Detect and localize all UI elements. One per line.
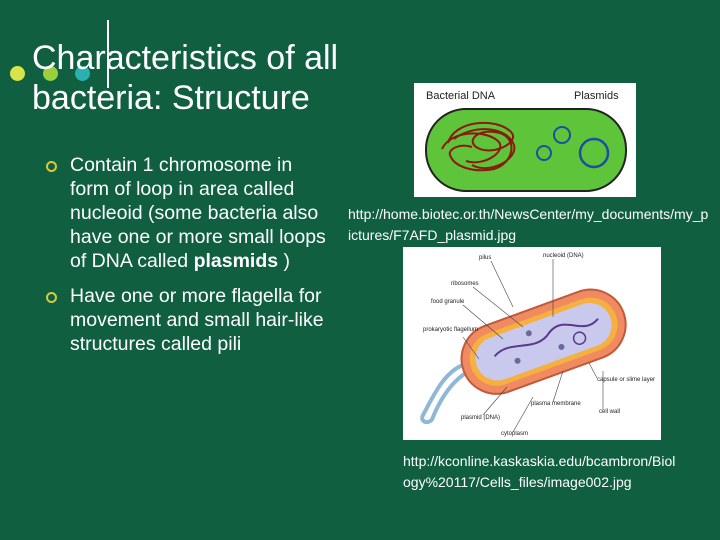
slide-title: Characteristics of all bacteria: Structu… (32, 39, 339, 117)
prokaryote-diagram: pilus nucleoid (DNA) ribosomes food gran… (403, 247, 661, 440)
chromosome-loop (441, 121, 516, 172)
label-plasmid-dna: plasmid (DNA) (461, 415, 500, 421)
label-plasmids: Plasmids (574, 90, 619, 102)
plasmids-term: plasmids (193, 250, 279, 272)
label-cell-wall: cell wall (599, 409, 620, 415)
bullet-item-chromosome: Contain 1 chromosome in form of loop in … (44, 153, 336, 273)
label-pilus: pilus (479, 255, 491, 261)
caption-plasmid-image: http://home.biotec.or.th/NewsCenter/my_d… (348, 206, 709, 243)
label-flagellum: prokaryotic flagellum (423, 327, 478, 333)
title-accent-line (107, 20, 109, 88)
bullet-icon (46, 292, 57, 303)
label-plasma-membrane: plasma membrane (531, 401, 581, 407)
cell-body (425, 108, 627, 192)
plasmid-small-2 (553, 126, 571, 144)
label-capsule: capsule or slime layer (597, 377, 655, 383)
plasmid-diagram: Bacterial DNA Plasmids (414, 83, 636, 197)
plasmid-large (578, 137, 610, 169)
bullet-item-flagella: Have one or more flagella for movement a… (44, 284, 336, 356)
label-ribosomes: ribosomes (451, 281, 479, 287)
plasmid-small-1 (536, 145, 552, 161)
bullet-icon (46, 161, 57, 172)
label-bacterial-dna: Bacterial DNA (426, 90, 496, 102)
label-cytoplasm: cytoplasm (501, 431, 528, 437)
bullet-list: Contain 1 chromosome in form of loop in … (44, 153, 336, 367)
cell-shape (460, 288, 627, 395)
label-nucleoid: nucleoid (DNA) (543, 253, 584, 259)
dot-teal (75, 66, 90, 81)
caption-prokaryote-image: http://kconline.kaskaskia.edu/bcambron/B… (403, 453, 676, 490)
label-food-granule: food granule (431, 299, 465, 305)
flagellum-shape (420, 363, 471, 424)
dot-yellow (10, 66, 25, 81)
dot-green (43, 66, 58, 81)
